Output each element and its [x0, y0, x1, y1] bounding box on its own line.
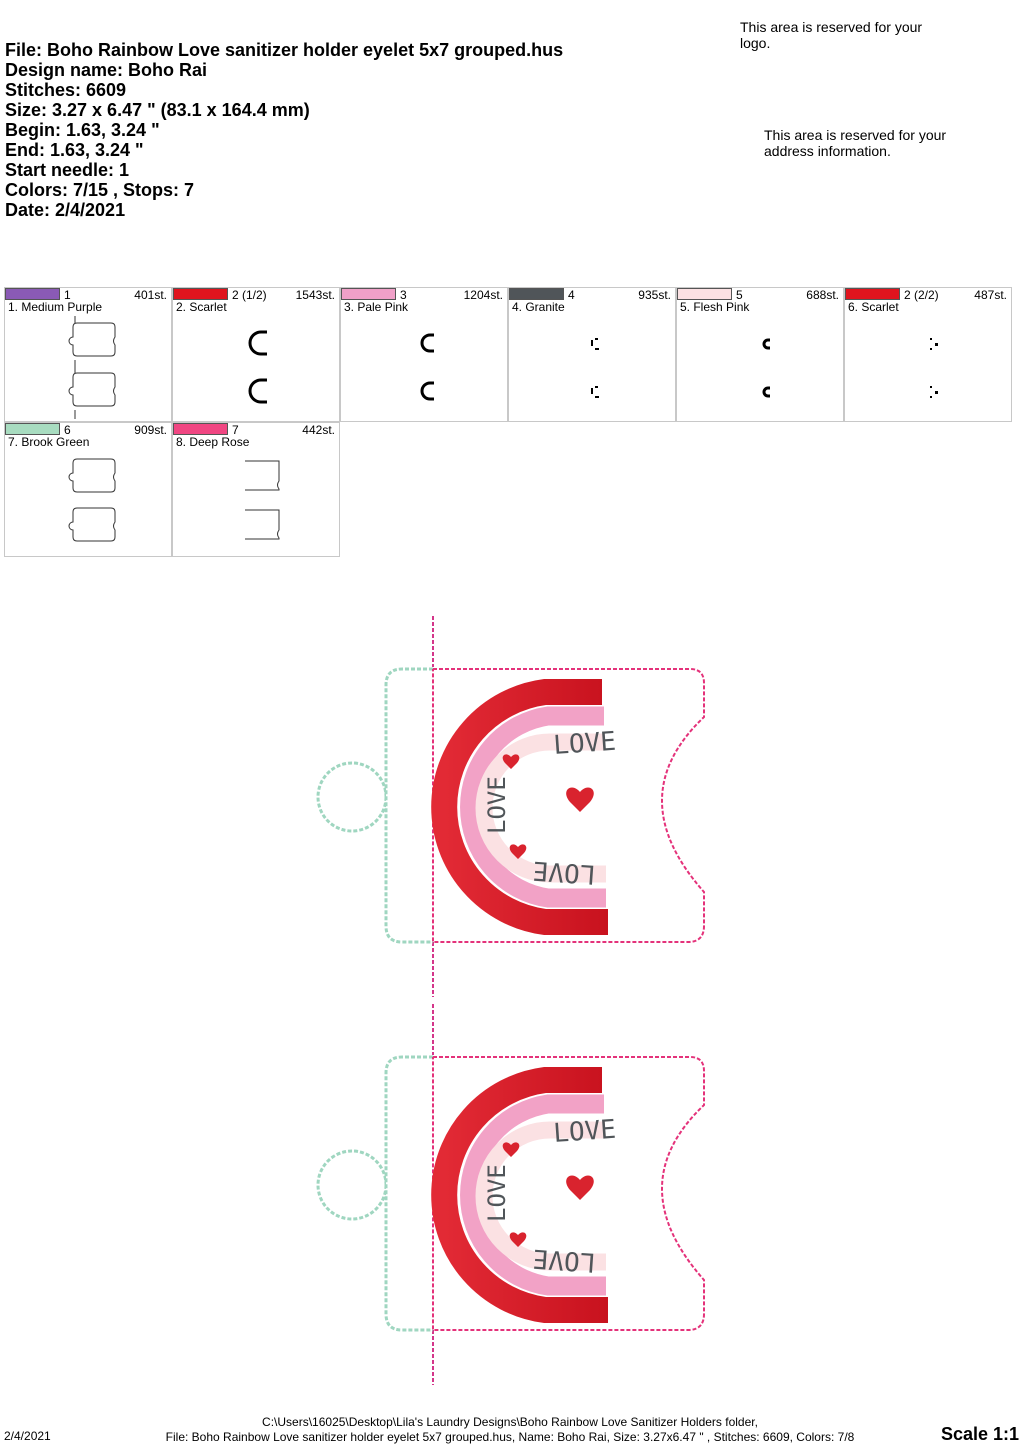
stop-stitches: 442st. [302, 423, 335, 437]
stop-number: 4 [568, 288, 575, 302]
colors-stops: Colors: 7/15 , Stops: 7 [5, 180, 195, 200]
stitch-count: Stitches: 6609 [5, 80, 127, 100]
heart-dots-thumbnail [930, 338, 938, 398]
tag-bottom: LOVE LOVE LOVE [316, 1004, 705, 1385]
stop-cell: 2 (1/2) 1543st. 2. Scarlet [172, 287, 340, 422]
word-love: LOVE [483, 1164, 511, 1222]
arc-thumbnail [762, 338, 770, 398]
footer-path: C:\Users\16025\Desktop\Lila's Laundry De… [262, 1415, 758, 1429]
line-thumbnail [245, 460, 280, 540]
stop-stitches: 487st. [974, 288, 1007, 302]
tag-outline-thumbnail [68, 316, 116, 419]
address-placeholder: This area is reserved for your address i… [764, 127, 947, 159]
stop-color-name: 3. Pale Pink [344, 300, 409, 314]
tag-top: LOVE LOVE LOVE [316, 616, 705, 997]
stop-cell: 7 442st. 8. Deep Rose [172, 422, 340, 557]
stop-cell: 5 688st. 5. Flesh Pink [676, 287, 844, 422]
footer-details: File: Boho Rainbow Love sanitizer holder… [165, 1430, 855, 1444]
file-name: File: Boho Rainbow Love sanitizer holder… [5, 40, 564, 60]
word-love: LOVE [552, 727, 617, 761]
stop-color-name: 2. Scarlet [176, 300, 227, 314]
begin-point: Begin: 1.63, 3.24 " [5, 120, 160, 140]
design-preview: LOVE LOVE LOVE LOVE LOVE LOVE [316, 616, 705, 1385]
arc-thumbnail [420, 333, 434, 401]
stop-number: 6 [64, 423, 71, 437]
stop-number: 2 (1/2) [232, 288, 267, 302]
color-stops-table: 1 401st. 1. Medium Purple 2 (1/2) 1543st… [4, 287, 1013, 558]
word-love: LOVE [532, 1243, 597, 1277]
stop-color-name: 5. Flesh Pink [680, 300, 750, 314]
footer-date: 2/4/2021 [4, 1429, 51, 1443]
word-love: LOVE [552, 1115, 617, 1149]
word-love: LOVE [532, 855, 597, 889]
design-name: Design name: Boho Rai [5, 60, 208, 80]
stop-stitches: 909st. [134, 423, 167, 437]
heart-icon [502, 1142, 520, 1157]
stop-number: 7 [232, 423, 239, 437]
scale-label: Scale 1:1 [940, 1424, 1019, 1444]
color-swatch [5, 288, 60, 300]
stop-cell: 2 (2/2) 487st. 6. Scarlet [844, 287, 1012, 422]
heart-icon [509, 844, 527, 859]
design-date: Date: 2/4/2021 [5, 200, 126, 220]
logo-placeholder: This area is reserved for your logo. [740, 19, 923, 51]
design-size: Size: 3.27 x 6.47 " (83.1 x 164.4 mm) [5, 100, 310, 120]
stop-number: 3 [400, 288, 407, 302]
stop-cell: 1 401st. 1. Medium Purple [4, 287, 172, 422]
color-swatch [341, 288, 396, 300]
stop-number: 5 [736, 288, 743, 302]
stop-cell: 6 909st. 7. Brook Green [4, 422, 172, 557]
stop-stitches: 1204st. [463, 288, 503, 302]
stop-number: 2 (2/2) [904, 288, 939, 302]
stop-stitches: 1543st. [295, 288, 335, 302]
text-thumbnail [591, 338, 599, 398]
heart-icon [566, 1175, 594, 1200]
stop-color-name: 4. Granite [512, 300, 565, 314]
tag-outline-thumbnail [68, 458, 116, 542]
color-swatch [5, 423, 60, 435]
end-point: End: 1.63, 3.24 " [5, 140, 144, 160]
stop-color-name: 6. Scarlet [848, 300, 899, 314]
heart-icon [566, 787, 594, 812]
stop-stitches: 935st. [638, 288, 671, 302]
stop-cell: 4 935st. 4. Granite [508, 287, 676, 422]
stop-color-name: 8. Deep Rose [176, 435, 250, 449]
stop-color-name: 7. Brook Green [8, 435, 90, 449]
stop-stitches: 401st. [134, 288, 167, 302]
stop-stitches: 688st. [806, 288, 839, 302]
stop-color-name: 1. Medium Purple [8, 300, 103, 314]
design-info: File: Boho Rainbow Love sanitizer holder… [5, 40, 563, 220]
heart-icon [509, 1232, 527, 1247]
arc-thumbnail [248, 330, 267, 404]
heart-icon [502, 754, 520, 769]
stop-cell: 3 1204st. 3. Pale Pink [340, 287, 508, 422]
stop-number: 1 [64, 288, 71, 302]
footer-info: C:\Users\16025\Desktop\Lila's Laundry De… [100, 1415, 920, 1445]
color-swatch [173, 423, 228, 435]
start-needle: Start needle: 1 [5, 160, 130, 180]
word-love: LOVE [483, 776, 511, 834]
color-swatch [677, 288, 732, 300]
color-swatch [845, 288, 900, 300]
color-swatch [173, 288, 228, 300]
color-swatch [509, 288, 564, 300]
